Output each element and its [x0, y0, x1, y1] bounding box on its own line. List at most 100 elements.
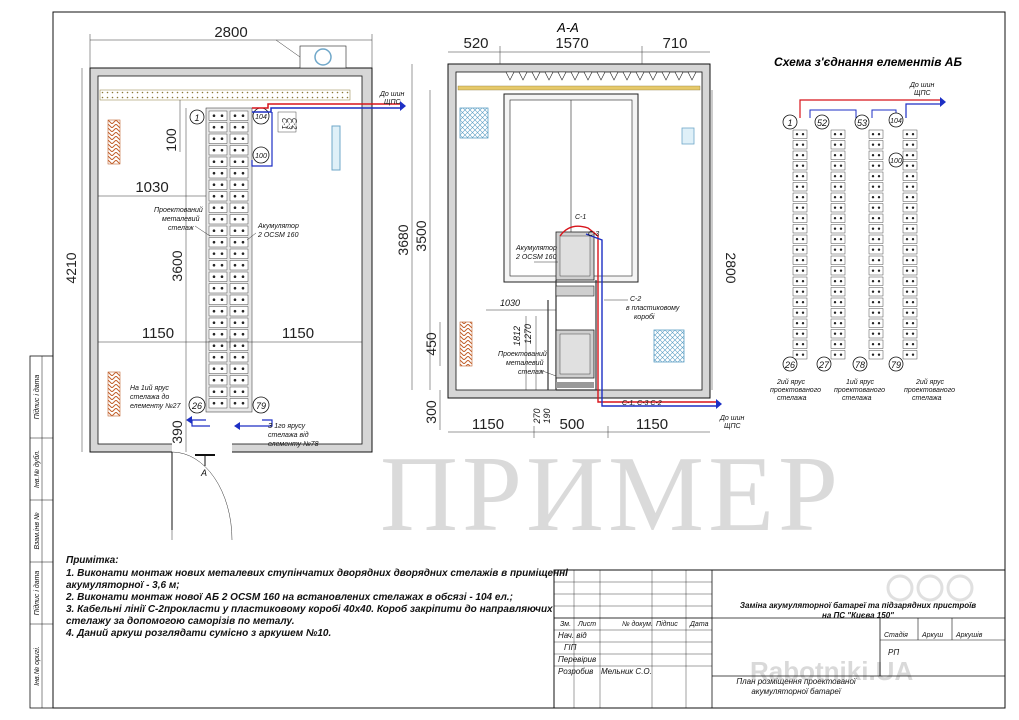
- plan-elem-79: 79: [256, 401, 266, 411]
- battery-cell: [208, 340, 228, 351]
- scheme-cell: [830, 329, 846, 339]
- scheme-cell: [868, 287, 884, 297]
- battery-cell: [229, 363, 249, 374]
- scheme-cell: [792, 339, 808, 349]
- battery-cell: [229, 145, 249, 156]
- battery-cell: [229, 191, 249, 202]
- section-cable-blue: [585, 233, 716, 407]
- door-opening: [172, 442, 232, 454]
- section-dim-300: 300: [423, 400, 439, 424]
- plan-dim-height: 4210: [63, 252, 79, 283]
- scheme-elem-104: 104: [890, 118, 902, 125]
- scheme-cell: [868, 318, 884, 328]
- scheme-cap3-1: 2ий ярус: [915, 378, 945, 386]
- connection-scheme: Схема з'єднання елементів АБ До шин ЩПС …: [770, 55, 962, 402]
- scheme-cell: [868, 192, 884, 202]
- section-dim-1030: 1030: [500, 298, 520, 308]
- scheme-to-bus-1: До шин: [909, 82, 934, 89]
- plan-acc-label-2: 2 OCSM 160: [257, 232, 299, 239]
- plan-elem-1-marker: [189, 109, 205, 125]
- scheme-cell: [830, 350, 846, 360]
- battery-cell: [229, 352, 249, 363]
- plan-tier2-3: елементу №78: [268, 441, 319, 448]
- plan-acc-label-1: Акумулятор: [257, 223, 299, 230]
- title-block: Зм. Лист № докум. Підпис Дата Нач. від Г…: [553, 569, 1006, 709]
- scheme-cell: [902, 339, 918, 349]
- plan-tier2-1: З 1го ярусу: [268, 423, 306, 430]
- plan-elem-104: 104: [255, 114, 267, 121]
- battery-cell: [229, 248, 249, 259]
- scheme-cap3-3: стелажа: [912, 395, 942, 402]
- scheme-cell: [830, 182, 846, 192]
- plan-dim-1030: 1030: [135, 179, 168, 196]
- scheme-cell: [792, 287, 808, 297]
- scheme-cell: [902, 297, 918, 307]
- scheme-cell: [830, 297, 846, 307]
- section-vent-bottom: [653, 329, 685, 363]
- plan-cable-c1: С-1: [280, 118, 287, 129]
- tb-col-date: Дата: [689, 621, 709, 628]
- plan-tier1-2: стелажа до: [130, 393, 169, 401]
- scheme-cell: [902, 308, 918, 318]
- notes-line2: 2. Виконати монтаж нової АБ 2 OCSM 160 н…: [65, 591, 513, 603]
- battery-cell: [208, 214, 228, 225]
- section-heater: [459, 321, 473, 367]
- battery-cell: [229, 306, 249, 317]
- scheme-cell: [868, 224, 884, 234]
- plan-rack-label-2: металевий: [162, 215, 200, 223]
- scheme-cell: [792, 182, 808, 192]
- scheme-cell: [792, 297, 808, 307]
- scheme-cell: [792, 266, 808, 276]
- notes-line3b: стелажу за допомогою саморізів по металу…: [66, 616, 294, 627]
- scheme-elem-78: 78: [855, 360, 865, 370]
- section-c2-note-2: коробі: [634, 313, 655, 321]
- scheme-cell: [792, 234, 808, 244]
- scheme-cap1-1: 2ий ярус: [776, 378, 806, 386]
- scheme-elem-79: 79: [891, 360, 901, 370]
- scheme-cell: [902, 255, 918, 265]
- company-logo-icon: [886, 574, 974, 602]
- tb-role-check: Перевірив: [558, 655, 596, 664]
- scheme-cell: [792, 318, 808, 328]
- tb-col-doc: № докум.: [622, 620, 653, 628]
- plan-to-bus-1: До шин: [379, 91, 404, 98]
- section-dim-190: 190: [542, 408, 552, 423]
- plan-elem-100: 100: [255, 153, 267, 160]
- scheme-cell: [902, 171, 918, 181]
- scheme-cell: [868, 150, 884, 160]
- tb-project-2: на ПС "Києва 150": [822, 611, 894, 620]
- tb-col-sign: Підпис: [656, 620, 678, 628]
- section-dim-1812: 1812: [512, 326, 522, 346]
- scheme-cell: [792, 213, 808, 223]
- plan-dim-100: 100: [163, 128, 179, 152]
- section-rack-3: стелаж: [518, 369, 545, 376]
- battery-cell: [208, 110, 228, 121]
- section-title: А-А: [556, 20, 579, 35]
- battery-cell: [208, 363, 228, 374]
- battery-cell: [208, 179, 228, 190]
- plan-tier1-1: На 1ий ярус: [130, 384, 169, 392]
- door-swing: [171, 451, 233, 541]
- scheme-cell: [830, 266, 846, 276]
- stamp-field-5: Інв.№ оригі.: [33, 646, 41, 686]
- battery-cell: [229, 317, 249, 328]
- stamp-field-4: Підпис і дата: [33, 571, 41, 616]
- section-to-bus-2: ЩПС: [724, 423, 742, 430]
- battery-cell: [208, 375, 228, 386]
- battery-cell: [229, 283, 249, 294]
- scheme-cell: [792, 171, 808, 181]
- heater-top: [107, 119, 121, 165]
- battery-cell: [229, 133, 249, 144]
- scheme-cell: [902, 161, 918, 171]
- battery-cell: [208, 398, 228, 409]
- plan-dim-390: 390: [169, 420, 185, 444]
- scheme-cell: [792, 140, 808, 150]
- battery-cell: [229, 237, 249, 248]
- tb-col-zm: Зм.: [560, 621, 571, 628]
- ceiling-beams: [505, 71, 697, 81]
- section-cables-bottom: С-1, С-3 С-2: [622, 400, 662, 407]
- battery-cell: [208, 352, 228, 363]
- scheme-cap2-1: 1ий ярус: [846, 378, 875, 386]
- tb-role-gip: ГІП: [564, 643, 577, 652]
